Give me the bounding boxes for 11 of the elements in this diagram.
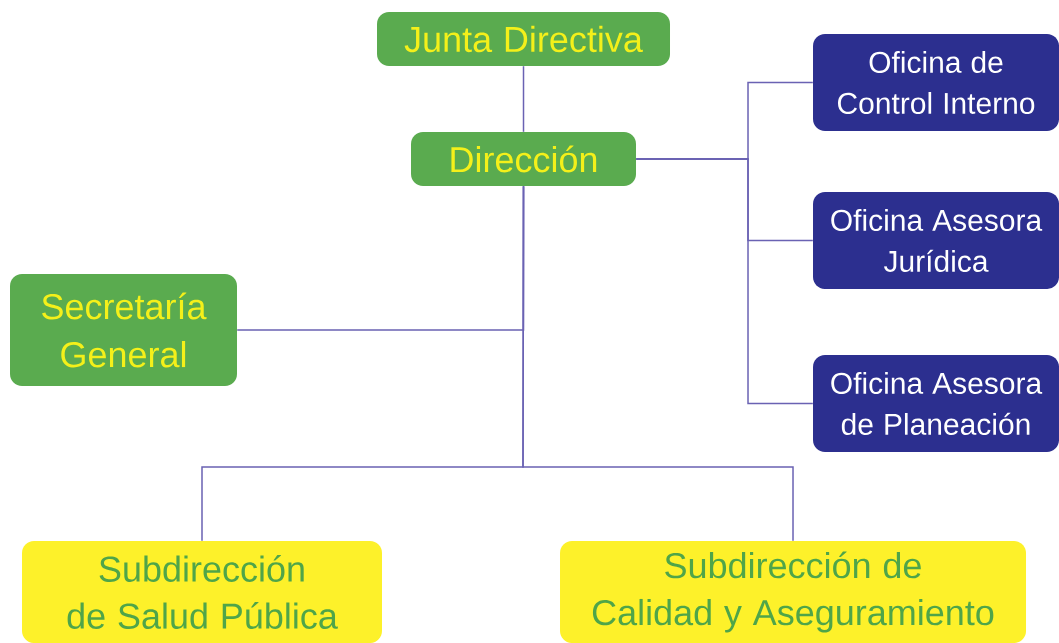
connector-line — [522, 185, 794, 542]
org-box: Subdirección de Salud Pública — [22, 541, 382, 643]
org-box: Oficina Asesora Jurídica — [813, 192, 1059, 289]
org-box: Oficina Asesora de Planeación — [813, 355, 1059, 452]
org-box: Oficina de Control Interno — [813, 34, 1059, 131]
org-box: Secretaría General — [10, 274, 237, 386]
connector-line — [635, 158, 814, 405]
connector-line — [522, 65, 525, 133]
org-box: Junta Directiva — [377, 12, 670, 66]
org-box: Dirección — [411, 132, 636, 186]
org-box: Subdirección de Calidad y Aseguramiento — [560, 541, 1026, 643]
